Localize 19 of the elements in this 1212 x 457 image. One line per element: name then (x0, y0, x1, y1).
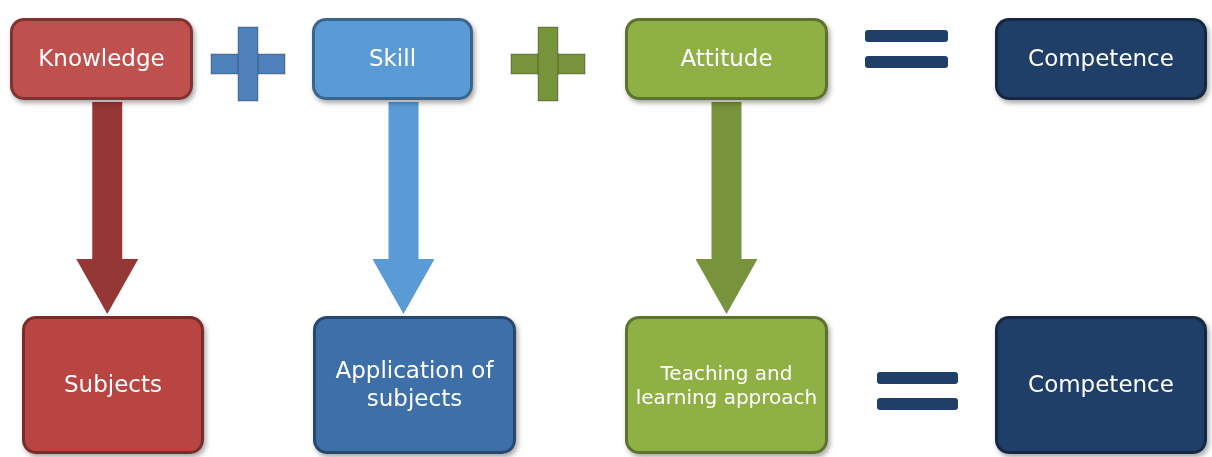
box-label: Application of subjects (334, 356, 495, 413)
rounded-box (995, 316, 1207, 454)
rounded-box (625, 316, 828, 454)
arrow (695, 102, 758, 314)
rounded-box (22, 316, 204, 454)
rounded-box (312, 18, 473, 100)
box-label: Subjects (63, 370, 163, 400)
box-label: Teaching and learning approach (634, 360, 819, 411)
arrow (372, 102, 435, 314)
box-label: Skill (367, 44, 418, 74)
box-label: Competence (1027, 44, 1175, 74)
box-label: Attitude (679, 44, 774, 74)
arrow (76, 102, 139, 314)
rounded-box (10, 18, 193, 100)
rounded-box (995, 18, 1207, 100)
box-label: Competence (1027, 370, 1175, 400)
rounded-box (625, 18, 828, 100)
rounded-box (313, 316, 516, 454)
box-label: Knowledge (37, 44, 166, 74)
